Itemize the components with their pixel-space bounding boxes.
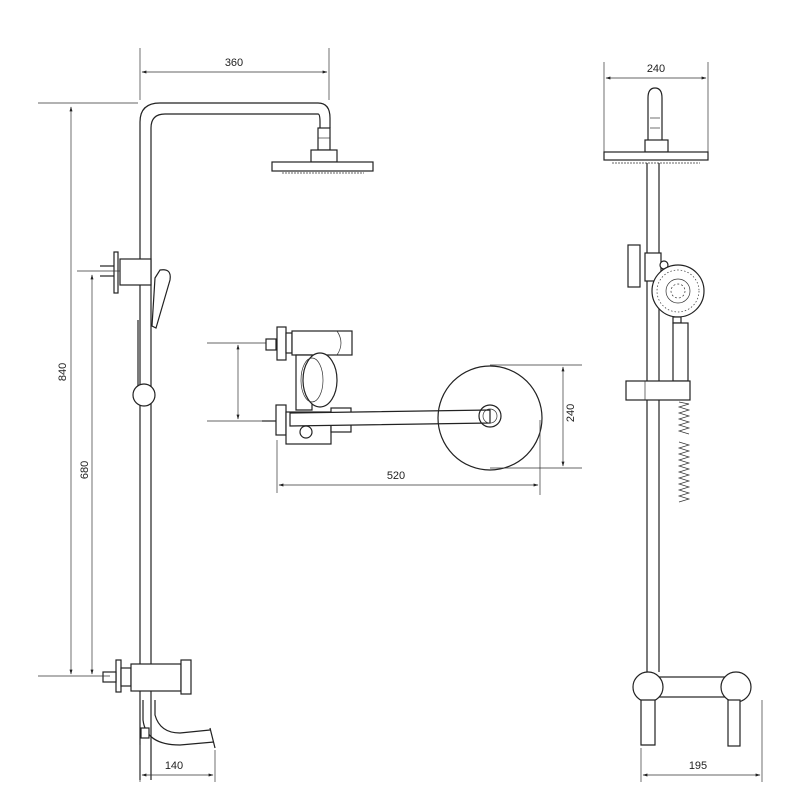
valve-side [632,671,752,747]
hand-shower-side [651,264,705,382]
dim-520: 520 [276,420,541,495]
slider-side [625,380,691,401]
dim-240-top: 240 [490,364,582,469]
bath-spout [140,700,216,749]
mixer-valve [102,659,192,695]
valve-top [265,326,353,411]
front-view: 360 840 680 140 [38,48,374,782]
hose-side [677,401,691,503]
dim-195: 195 [640,700,763,782]
dim-label: 680 [79,461,91,479]
dim-240-side: 240 [603,62,709,160]
dim-label: 360 [225,57,243,69]
dim-label: 520 [387,470,405,482]
side-view: 240 [603,62,763,782]
dim-680: 680 [77,270,120,675]
dim-140: 140 [139,745,216,782]
shower-arm-top [262,404,491,445]
top-view: 240 520 [207,326,582,495]
shower-head-top [437,365,543,471]
dim-label: 195 [689,760,707,772]
dim-label: 240 [565,404,577,422]
rain-shower-head [271,127,374,174]
dim-360: 360 [139,48,330,100]
slider-ring [132,383,156,407]
riser-side [646,163,660,672]
dim-label: 840 [57,363,69,381]
dim-label: 140 [165,760,183,772]
shower-head-side [603,87,709,164]
dim-label: 240 [647,63,665,75]
holder-side [627,244,669,288]
dim-840: 840 [38,102,138,677]
hand-shower-holder [100,251,171,329]
riser-pipe [139,102,331,780]
